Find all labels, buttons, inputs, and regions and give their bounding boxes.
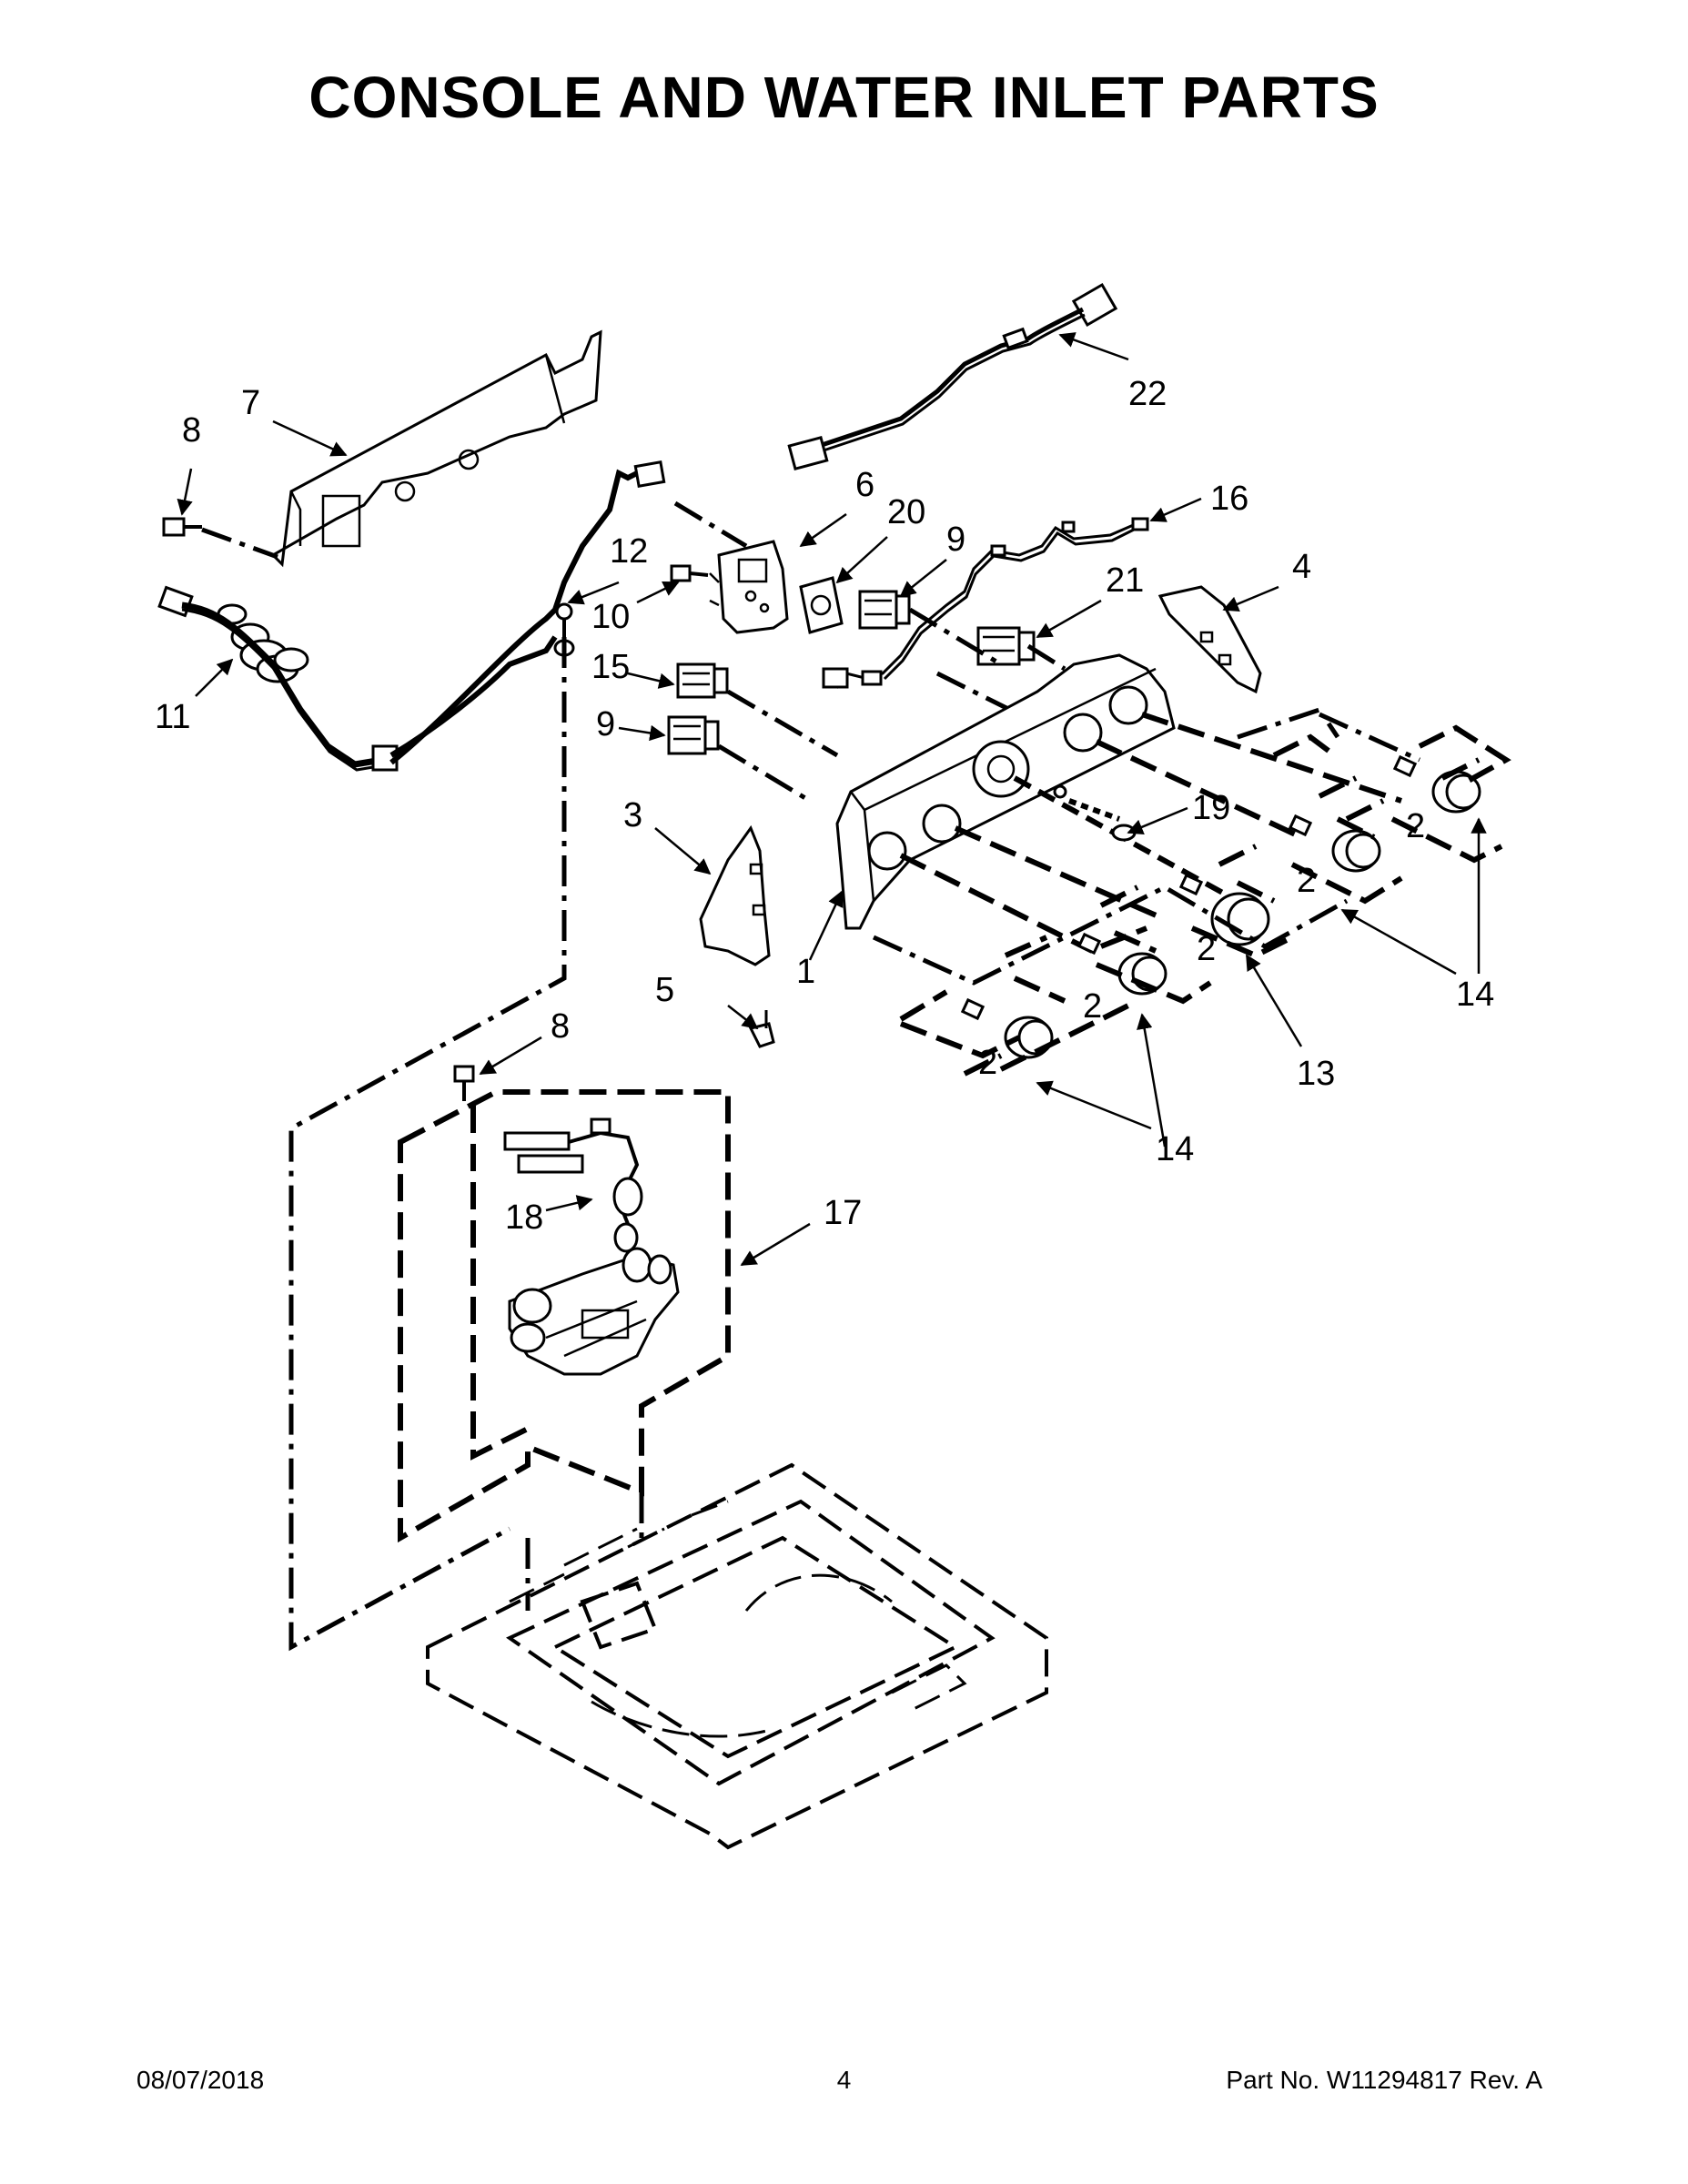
callout-2: 2	[1197, 930, 1216, 968]
callout-9: 9	[596, 705, 615, 743]
callout-2: 2	[1406, 807, 1425, 845]
callout-4: 4	[1292, 548, 1311, 586]
footer-page-number: 4	[836, 2066, 852, 2094]
callout-8: 8	[182, 411, 201, 450]
callout-2: 2	[978, 1044, 997, 1082]
callout-3: 3	[623, 796, 642, 834]
end-cap-part	[699, 824, 771, 966]
footer-date: 08/07/2018	[136, 2066, 265, 2094]
callout-18: 18	[505, 1198, 543, 1237]
wire-harness-part	[157, 460, 666, 772]
rear-panel-part	[270, 329, 602, 568]
valve-assembly-part	[508, 1247, 680, 1376]
leader-arrows	[177, 332, 1487, 1267]
callout-19: 19	[1192, 789, 1230, 827]
screw-part	[162, 517, 278, 560]
callout-6: 6	[855, 466, 874, 504]
screw-part	[453, 1065, 475, 1101]
control-board-part	[673, 500, 789, 634]
callout-20: 20	[887, 493, 925, 531]
switch-part	[976, 626, 1036, 666]
callout-14: 14	[1456, 976, 1494, 1014]
callout-labels: 7 8 6 20 9 16 4 21 22 12 10 15 9 11 3 5 …	[155, 375, 1494, 1237]
callout-14: 14	[1156, 1130, 1194, 1168]
callout-12: 12	[610, 532, 648, 571]
callout-15: 15	[591, 648, 630, 686]
callout-2: 2	[1297, 862, 1316, 900]
cabinet-top	[426, 1462, 1048, 1850]
callout-13: 13	[1297, 1055, 1335, 1093]
wire-harness-part	[822, 517, 1149, 689]
callout-16: 16	[1210, 480, 1248, 518]
console-part	[835, 653, 1176, 930]
switch-part	[676, 662, 729, 699]
callout-22: 22	[1128, 375, 1167, 413]
callout-11: 11	[155, 698, 190, 736]
callout-9: 9	[946, 521, 965, 559]
harness-connector-part	[787, 282, 1118, 471]
end-cap-part	[1157, 585, 1262, 694]
callout-1: 1	[796, 953, 815, 991]
callout-2: 2	[1083, 987, 1102, 1026]
hose-assembly-part	[503, 1117, 643, 1253]
screw-part	[555, 602, 573, 637]
callout-10: 10	[591, 598, 630, 636]
callout-8: 8	[551, 1007, 570, 1046]
footer-part-number: Part No. W11294817 Rev. A	[1226, 2066, 1542, 2094]
knob-group	[872, 707, 1511, 1077]
clip-part	[748, 1010, 775, 1048]
callout-17: 17	[824, 1194, 862, 1232]
callout-21: 21	[1106, 561, 1144, 600]
switch-part	[858, 590, 911, 630]
page-title: CONSOLE AND WATER INLET PARTS	[308, 65, 1380, 130]
screw-part	[670, 564, 709, 582]
switch-plate-part	[799, 576, 844, 634]
callout-7: 7	[241, 384, 260, 422]
callout-5: 5	[655, 971, 674, 1009]
switch-part	[667, 715, 720, 755]
